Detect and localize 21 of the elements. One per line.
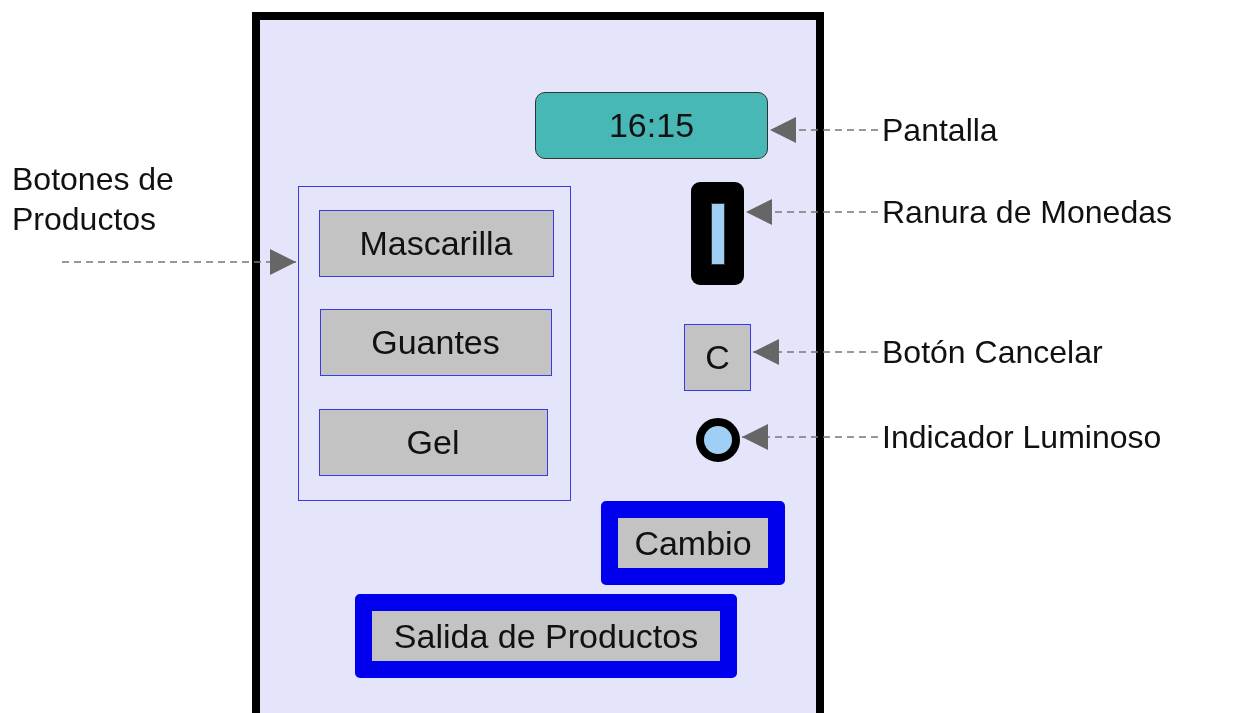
coin-slot [691, 182, 744, 285]
callout-label: Botones de Productos [12, 155, 252, 243]
callout-label: Indicador Luminoso [882, 415, 1222, 459]
leader-line [769, 117, 879, 143]
product-button: Guantes [319, 308, 552, 376]
callout-label: Ranura de Monedas [882, 190, 1237, 234]
change-tray: Cambio [601, 501, 785, 585]
leader-line [741, 424, 879, 450]
callout-label: Pantalla [882, 108, 1082, 152]
display-screen: 16:15 [535, 92, 768, 159]
button-group-frame [298, 186, 571, 501]
leader-line [752, 339, 879, 365]
leader-line [61, 249, 297, 275]
machine-panel [252, 12, 824, 713]
callout-label: Botón Cancelar [882, 330, 1182, 374]
indicator-light [696, 418, 740, 462]
product-output-tray: Salida de Productos [355, 594, 737, 678]
product-button: Gel [318, 408, 548, 476]
leader-line [745, 199, 879, 225]
cancel-button: C [684, 324, 751, 391]
product-button: Mascarilla [318, 209, 554, 277]
